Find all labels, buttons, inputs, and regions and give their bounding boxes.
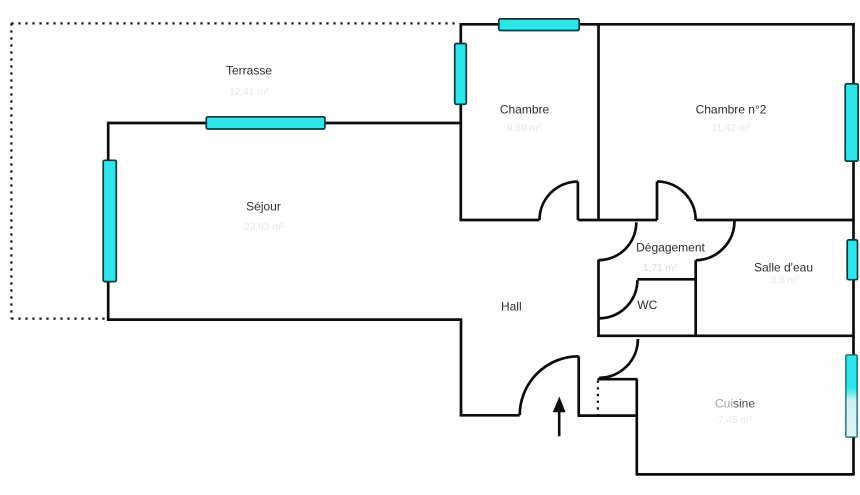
- svg-text:Cuisine: Cuisine: [715, 396, 755, 410]
- svg-text:Salle d'eau: Salle d'eau: [754, 260, 813, 274]
- svg-text:Terrasse: Terrasse: [226, 64, 272, 78]
- svg-text:Séjour: Séjour: [246, 199, 281, 213]
- svg-text:Dégagement: Dégagement: [636, 240, 705, 254]
- svg-text:23,63 m²: 23,63 m²: [244, 222, 284, 233]
- svg-text:Chambre n°2: Chambre n°2: [696, 102, 767, 116]
- svg-text:9,89 m²: 9,89 m²: [507, 123, 542, 134]
- svg-text:Chambre: Chambre: [500, 102, 550, 116]
- svg-text:1,71 m²: 1,71 m²: [643, 263, 678, 274]
- svg-text:Hall: Hall: [501, 299, 522, 313]
- svg-text:7,45 m²: 7,45 m²: [718, 415, 753, 426]
- svg-text:3,5 m²: 3,5 m²: [771, 275, 800, 286]
- svg-text:12,41 m²: 12,41 m²: [229, 87, 269, 98]
- svg-text:11,42 m²: 11,42 m²: [712, 123, 751, 134]
- svg-text:WC: WC: [637, 298, 657, 312]
